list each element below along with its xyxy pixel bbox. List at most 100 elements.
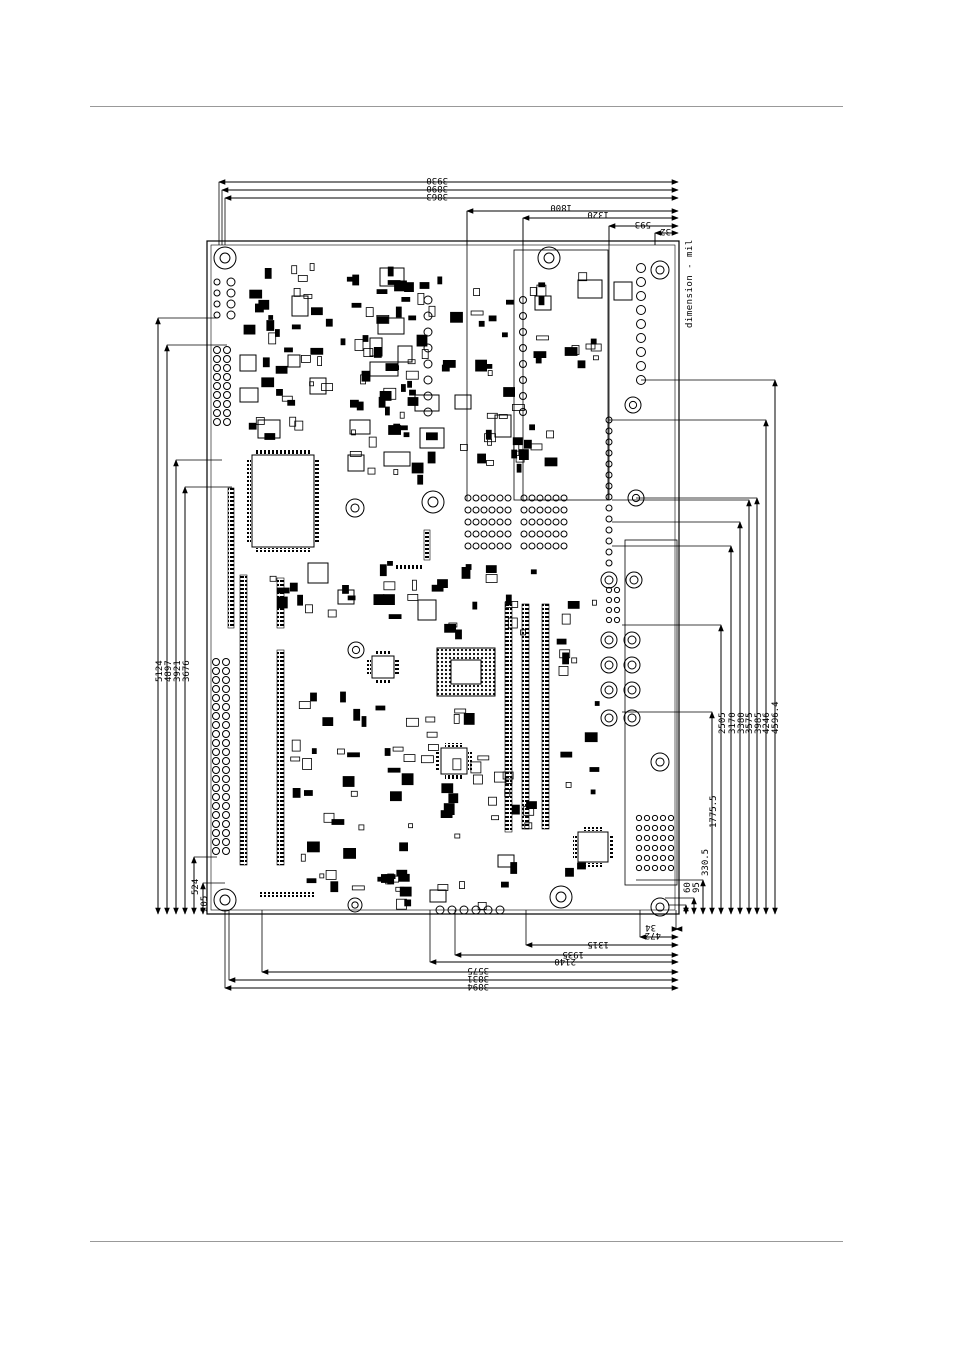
header-pin	[544, 506, 552, 514]
qfp-chip	[573, 827, 613, 867]
header-pin	[552, 542, 560, 550]
smd-part	[294, 420, 304, 431]
header-pin	[222, 676, 230, 684]
smd-part	[486, 412, 498, 419]
smd-part	[455, 629, 462, 640]
right-dim-label: 95	[692, 882, 702, 893]
component-outline	[307, 562, 329, 584]
smd-part	[378, 396, 386, 408]
smd-part	[421, 349, 429, 360]
header-pin	[223, 382, 231, 390]
smd-part	[520, 629, 526, 636]
smd-part	[441, 364, 450, 372]
header-pin	[212, 694, 220, 702]
connector-pin	[600, 571, 618, 589]
smd-part	[590, 789, 596, 795]
header-pin	[212, 658, 220, 666]
smd-part	[584, 732, 598, 743]
smd-part	[564, 347, 578, 356]
smd-part	[268, 315, 274, 320]
header-pin	[213, 355, 221, 363]
connector-pin	[600, 656, 618, 674]
smd-part	[293, 287, 301, 297]
mounting-hole	[345, 498, 365, 518]
component-outline	[377, 317, 405, 335]
header-pin	[488, 542, 496, 550]
connector-pin	[651, 834, 659, 842]
smd-part	[395, 886, 405, 892]
smd-part	[385, 363, 399, 372]
component-outline	[287, 354, 301, 368]
smd-part	[416, 334, 428, 347]
smd-part	[388, 425, 402, 435]
smd-part	[589, 767, 600, 772]
smd-part	[248, 422, 257, 430]
header-pin	[552, 530, 560, 538]
header-pin	[222, 712, 230, 720]
smd-part	[578, 272, 588, 282]
header-pin	[212, 784, 220, 792]
smd-part	[303, 790, 313, 796]
mounting-hole	[650, 260, 670, 280]
header-pin	[544, 494, 552, 502]
header-pin	[496, 494, 504, 502]
connector-pin	[604, 635, 614, 645]
connector-pin	[643, 814, 651, 822]
component-outline	[397, 345, 413, 363]
bga-chip	[436, 647, 496, 697]
smd-part	[373, 594, 385, 605]
smd-part	[407, 380, 413, 388]
connector-pin	[605, 586, 613, 594]
smd-part	[385, 878, 392, 885]
connector-pin	[627, 685, 637, 695]
connector-pin	[636, 361, 646, 371]
smd-part	[347, 595, 356, 601]
component-outline	[349, 419, 371, 435]
smd-part	[485, 565, 497, 573]
component-outline	[429, 889, 447, 903]
smd-part	[546, 430, 554, 439]
header-pin	[504, 506, 512, 514]
component-outline	[291, 295, 309, 317]
smd-part	[529, 287, 537, 296]
smd-part	[459, 443, 468, 451]
connector-pin	[635, 844, 643, 852]
right-dim-label: 2505	[718, 712, 728, 734]
connector-pin	[659, 824, 667, 832]
connector-pin	[643, 824, 651, 832]
connector-pin	[651, 864, 659, 872]
header-pin	[212, 667, 220, 675]
left-dim-label: 205	[200, 896, 210, 912]
smd-part	[450, 311, 463, 323]
smd-part	[249, 289, 263, 299]
smd-part	[567, 601, 580, 609]
smd-part	[351, 429, 356, 436]
smd-part	[264, 267, 272, 279]
connector-pin	[604, 713, 614, 723]
header-pin	[212, 811, 220, 819]
header-pin	[213, 418, 221, 426]
connector-pin	[600, 709, 618, 727]
smd-part	[538, 296, 545, 306]
component-outline	[239, 354, 257, 372]
smd-part	[352, 274, 360, 286]
bottom-dim-label: 1315	[587, 939, 609, 949]
smd-part	[342, 585, 349, 594]
header-pin	[212, 829, 220, 837]
bottom-dim-label: 3575	[467, 965, 489, 975]
smd-part	[310, 307, 323, 316]
smd-part	[383, 581, 396, 591]
component-outline	[257, 419, 281, 439]
bottom-dim-label: 472	[645, 930, 661, 940]
smd-part	[368, 436, 377, 448]
smd-part	[577, 360, 586, 369]
smd-part	[291, 739, 301, 752]
smd-part	[403, 432, 410, 438]
header-pin	[222, 694, 230, 702]
smd-part	[306, 841, 320, 853]
smd-part	[404, 282, 414, 293]
header-pin	[504, 542, 512, 550]
header-pin	[496, 506, 504, 514]
smd-part	[383, 594, 395, 605]
